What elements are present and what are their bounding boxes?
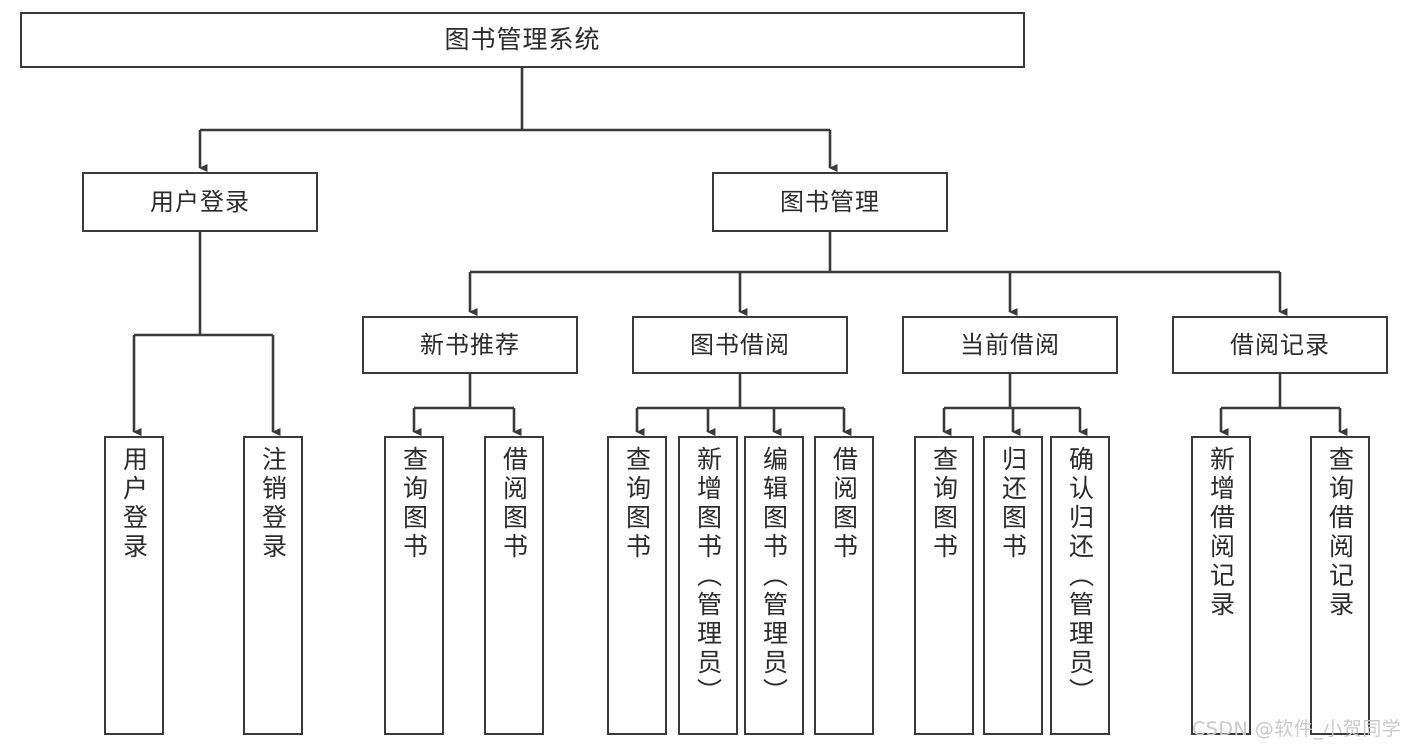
node-leaf-return-book[interactable]: 归还图书 bbox=[983, 436, 1043, 735]
node-leaf-user-login-label: 用户登录 bbox=[119, 446, 149, 562]
node-leaf-query-book-3-label: 查询图书 bbox=[929, 446, 959, 562]
node-leaf-query-book-1[interactable]: 查询图书 bbox=[384, 436, 444, 735]
node-leaf-edit-book-label: 编辑图书（管理员） bbox=[759, 446, 789, 707]
node-leaf-confirm-return[interactable]: 确认归还（管理员） bbox=[1050, 436, 1110, 735]
node-leaf-add-record-label: 新增借阅记录 bbox=[1206, 446, 1236, 620]
node-leaf-borrow-book-2[interactable]: 借阅图书 bbox=[814, 436, 874, 735]
node-new-book-recommend-label: 新书推荐 bbox=[420, 330, 520, 359]
node-leaf-logout[interactable]: 注销登录 bbox=[243, 436, 303, 735]
node-leaf-query-record-label: 查询借阅记录 bbox=[1325, 446, 1355, 620]
node-root-label: 图书管理系统 bbox=[444, 25, 601, 55]
node-leaf-query-book-2[interactable]: 查询图书 bbox=[607, 436, 667, 735]
node-user-login[interactable]: 用户登录 bbox=[82, 172, 318, 232]
node-leaf-borrow-book-2-label: 借阅图书 bbox=[829, 446, 859, 562]
node-borrow-record-label: 借阅记录 bbox=[1230, 330, 1330, 359]
node-leaf-edit-book[interactable]: 编辑图书（管理员） bbox=[744, 436, 804, 735]
node-leaf-borrow-book-1-label: 借阅图书 bbox=[499, 446, 529, 562]
node-leaf-logout-label: 注销登录 bbox=[258, 446, 288, 562]
node-leaf-confirm-return-label: 确认归还（管理员） bbox=[1065, 446, 1095, 707]
node-leaf-borrow-book-1[interactable]: 借阅图书 bbox=[484, 436, 544, 735]
node-user-login-label: 用户登录 bbox=[150, 187, 250, 216]
node-book-manage[interactable]: 图书管理 bbox=[712, 172, 948, 232]
node-book-borrow-label: 图书借阅 bbox=[690, 330, 790, 359]
node-new-book-recommend[interactable]: 新书推荐 bbox=[362, 316, 578, 374]
node-book-borrow[interactable]: 图书借阅 bbox=[632, 316, 848, 374]
node-leaf-add-book-label: 新增图书（管理员） bbox=[693, 446, 723, 707]
node-current-borrow-label: 当前借阅 bbox=[960, 330, 1060, 359]
node-leaf-return-book-label: 归还图书 bbox=[998, 446, 1028, 562]
node-current-borrow[interactable]: 当前借阅 bbox=[902, 316, 1118, 374]
node-root[interactable]: 图书管理系统 bbox=[20, 12, 1025, 68]
node-leaf-query-book-1-label: 查询图书 bbox=[399, 446, 429, 562]
node-leaf-add-record[interactable]: 新增借阅记录 bbox=[1191, 436, 1251, 735]
node-leaf-query-record[interactable]: 查询借阅记录 bbox=[1310, 436, 1370, 735]
node-leaf-query-book-2-label: 查询图书 bbox=[622, 446, 652, 562]
node-book-manage-label: 图书管理 bbox=[780, 187, 880, 216]
node-leaf-add-book[interactable]: 新增图书（管理员） bbox=[678, 436, 738, 735]
node-leaf-user-login[interactable]: 用户登录 bbox=[104, 436, 164, 735]
node-borrow-record[interactable]: 借阅记录 bbox=[1172, 316, 1388, 374]
node-leaf-query-book-3[interactable]: 查询图书 bbox=[914, 436, 974, 735]
csdn-watermark: CSDN @软件_小贺同学 bbox=[1192, 718, 1402, 740]
